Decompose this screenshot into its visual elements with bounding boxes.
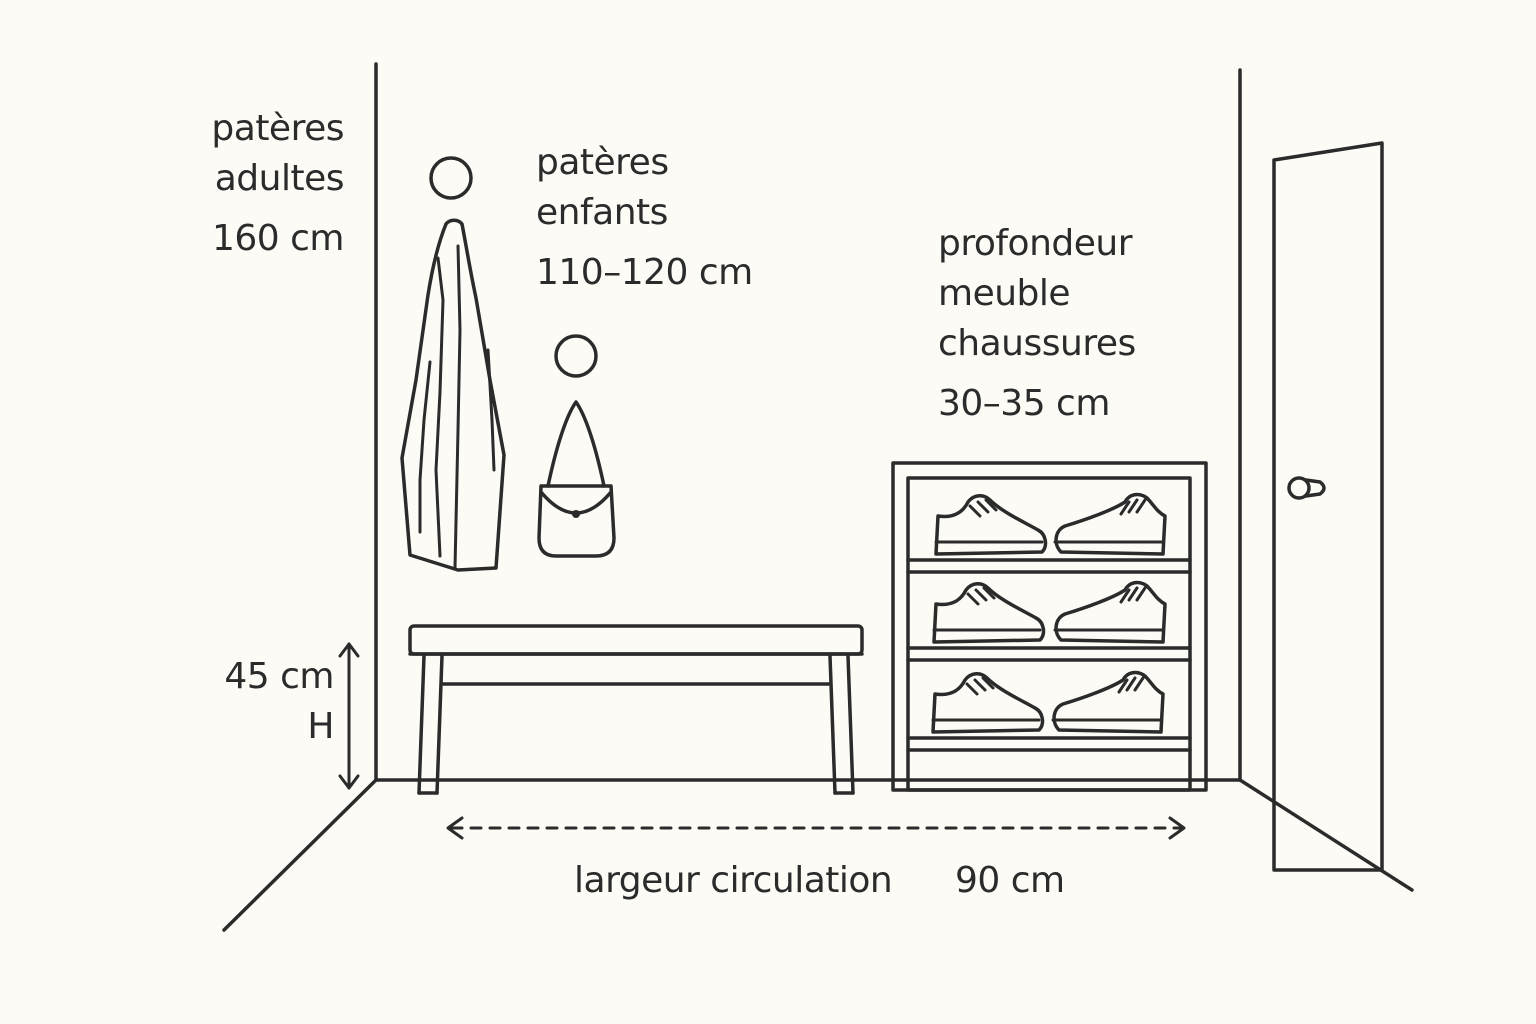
floor-right-edge [1238,778,1414,892]
child-hooks-line2: enfants [536,192,668,233]
adult-coat-hook-icon [429,156,473,200]
bench-leg [828,654,837,795]
bench-leg [417,654,426,795]
height-arrow [338,642,360,790]
shoe-cabinet [891,461,1208,792]
child-hooks-height: 110–120 cm [536,252,753,293]
door-panel [1272,141,1384,872]
cabinet-inner [906,476,1192,792]
bag-clasp [572,510,580,518]
bench-height-label: 45 cm H [196,652,334,752]
adult-hooks-line2: adultes [214,158,345,199]
shoe-cabinet-line1: profondeur [938,223,1133,264]
adult-hooks-label: patères adultes 160 cm [176,104,344,264]
circulation-width-value: 90 cm [955,860,1065,901]
bag-icon [537,400,616,558]
child-hooks-line1: patères [536,142,669,183]
coat-icon [400,218,506,572]
shoe-icon [934,493,1048,556]
shoe-cabinet-line2: meuble [938,273,1071,314]
circulation-text: largeur circulation [574,860,893,901]
shoe-icon [932,581,1046,644]
child-coat-hook-icon [554,334,598,378]
adult-hooks-height: 160 cm [211,218,345,259]
shoe-cabinet-line3: chaussures [938,323,1136,364]
bench-height-axis: H [307,706,334,747]
adult-hooks-line1: patères [211,108,344,149]
shoe-cabinet-label: profondeur meuble chaussures 30–35 cm [938,219,1136,429]
door-handle-icon [1287,476,1326,500]
bench-height-value: 45 cm [224,656,334,697]
circulation-width: 90 cm [955,856,1065,906]
floor-left-edge [222,778,378,932]
shoe-cabinet-depth: 30–35 cm [938,383,1110,424]
shoe-icon [1053,580,1167,644]
bench-seat [408,624,864,656]
bench [408,624,864,795]
shoe-icon [931,671,1045,734]
shoe-icon [1053,492,1167,556]
door [1272,141,1384,872]
circulation-label: largeur circulation [574,856,893,906]
circulation-arrow [446,816,1186,840]
room-outline [222,62,1414,932]
shoe-icon [1051,670,1165,734]
child-hooks-label: patères enfants 110–120 cm [536,138,753,298]
